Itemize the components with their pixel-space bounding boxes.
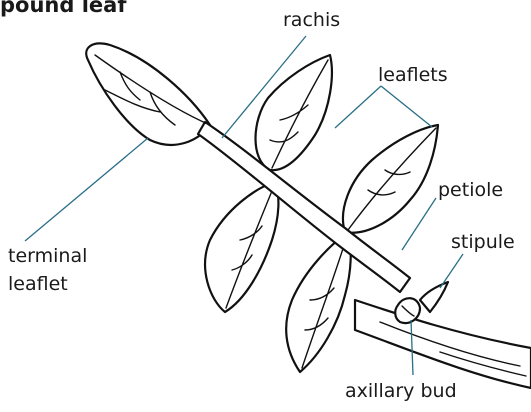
leaflets-label: leaflets	[378, 63, 448, 87]
stipule-leader-line	[440, 254, 463, 288]
terminal-leaflet-label-line2: leaflet	[8, 272, 68, 296]
rachis-label: rachis	[283, 8, 340, 32]
stipule-label: stipule	[451, 230, 515, 254]
terminal-leaflet	[86, 43, 210, 144]
terminal-leaflet-leader-line	[25, 138, 148, 241]
leaflets-leader-line-b	[381, 86, 432, 127]
petiole-label: petiole	[438, 178, 503, 202]
diagram-title: pound leaf	[0, 0, 126, 17]
petiole-leader-line	[402, 198, 436, 250]
stipule	[420, 282, 448, 312]
terminal-leaflet-label-line1: terminal	[8, 244, 87, 268]
stem	[355, 300, 531, 388]
axillary-bud-label: axillary bud	[345, 379, 457, 403]
leaflets-leader-line-a	[335, 86, 381, 128]
